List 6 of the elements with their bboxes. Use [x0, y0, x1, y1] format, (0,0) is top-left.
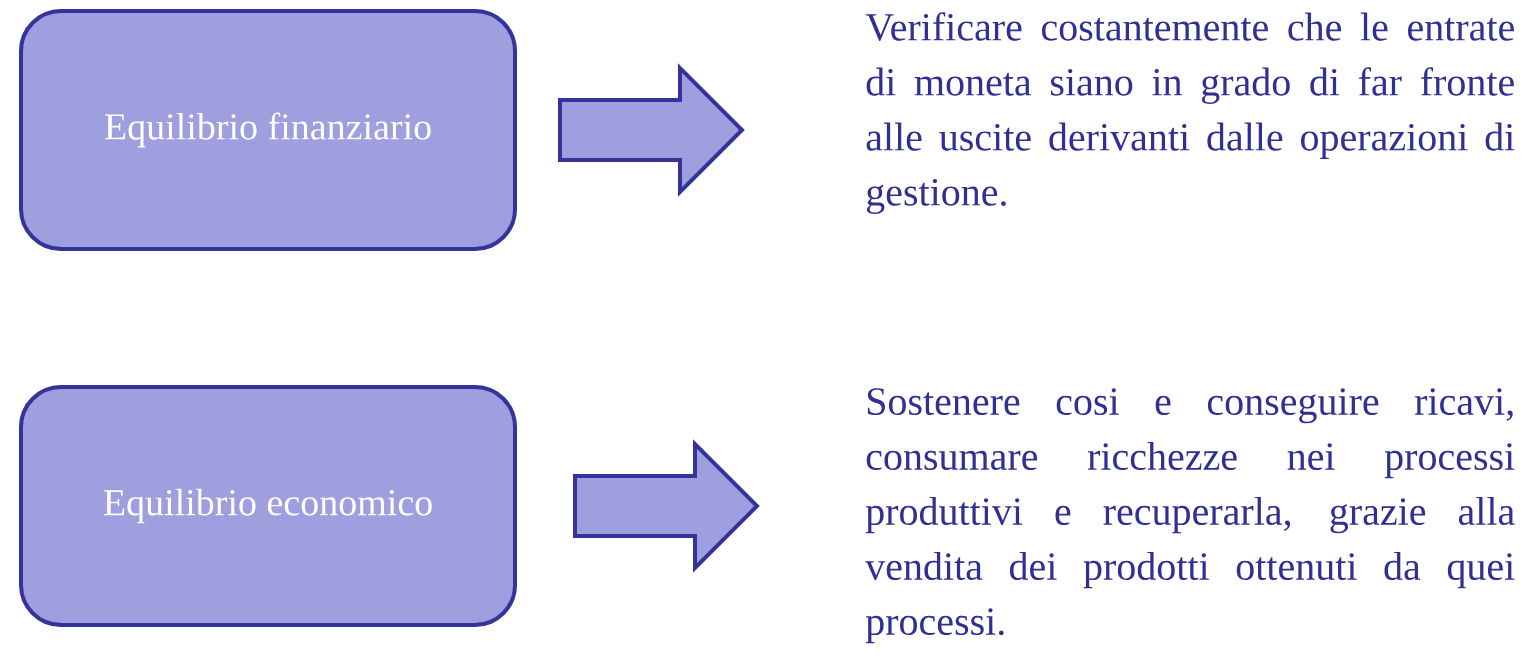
rounded-box: Equilibrio economico: [19, 385, 517, 627]
block-arrow: [573, 439, 760, 573]
rounded-box: Equilibrio finanziario: [19, 9, 517, 251]
block-arrow: [558, 63, 745, 197]
description-text: Verificare costantemente che le entrate di moneta siano in grado di far fronte alle uscite derivanti dalle operazioni di gestione.: [865, 12, 1515, 214]
description-text: Sostenere cosi e conseguire ricavi, consumare ricchezze nei processi produttivi e recuperarla, grazie alla vendita dei prodotti ottenuti da quei processi.: [865, 388, 1515, 644]
